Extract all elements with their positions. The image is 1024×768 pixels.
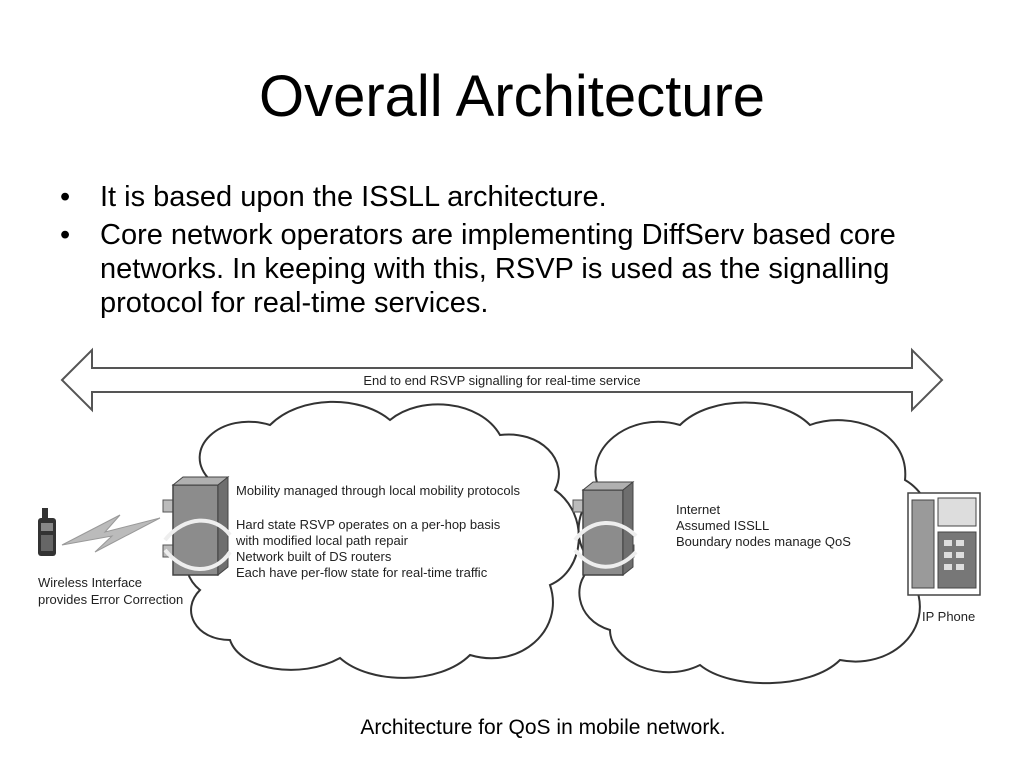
- bullet-marker: •: [60, 219, 71, 251]
- arrow-label: End to end RSVP signalling for real-time…: [363, 373, 640, 388]
- bullet-text: Core network operators are implementing …: [100, 219, 896, 319]
- mobile-network-cloud: [184, 400, 580, 679]
- internet-cloud-text-2: Assumed ISSLL: [676, 518, 769, 533]
- mobile-cloud-text-3: with modified local path repair: [235, 533, 409, 548]
- wireless-link-icon: [61, 514, 161, 553]
- ip-phone-label: IP Phone: [922, 609, 975, 624]
- router-icon: [572, 480, 638, 577]
- router-icon: [162, 475, 232, 577]
- bullet-item: • Core network operators are implementin…: [60, 218, 980, 320]
- mobile-cloud-text-2: Hard state RSVP operates on a per-hop ba…: [236, 517, 501, 532]
- ip-phone-icon: [907, 492, 981, 596]
- bullet-item: • It is based upon the ISSLL architectur…: [60, 180, 980, 214]
- slide-title: Overall Architecture: [258, 64, 766, 129]
- internet-cloud-text-1: Internet: [676, 502, 720, 517]
- architecture-diagram: End to end RSVP signalling for real-time…: [38, 347, 981, 685]
- figure-caption: Architecture for QoS in mobile network.: [360, 716, 726, 739]
- wireless-interface-label: Wireless Interface: [38, 575, 142, 590]
- mobile-cloud-text-5: Each have per-flow state for real-time t…: [236, 565, 488, 580]
- mobile-cloud-text-4: Network built of DS routers: [236, 549, 392, 564]
- bullet-text: It is based upon the ISSLL architecture.: [100, 181, 607, 213]
- internet-cloud: [577, 401, 936, 685]
- internet-cloud-text-3: Boundary nodes manage QoS: [676, 534, 851, 549]
- mobile-phone-icon: [38, 508, 56, 556]
- wireless-interface-label: provides Error Correction: [38, 592, 183, 607]
- double-arrow: [60, 347, 944, 413]
- bullet-marker: •: [60, 181, 71, 213]
- bullet-list: • It is based upon the ISSLL architectur…: [60, 180, 980, 324]
- mobile-cloud-text-1: Mobility managed through local mobility …: [236, 483, 520, 498]
